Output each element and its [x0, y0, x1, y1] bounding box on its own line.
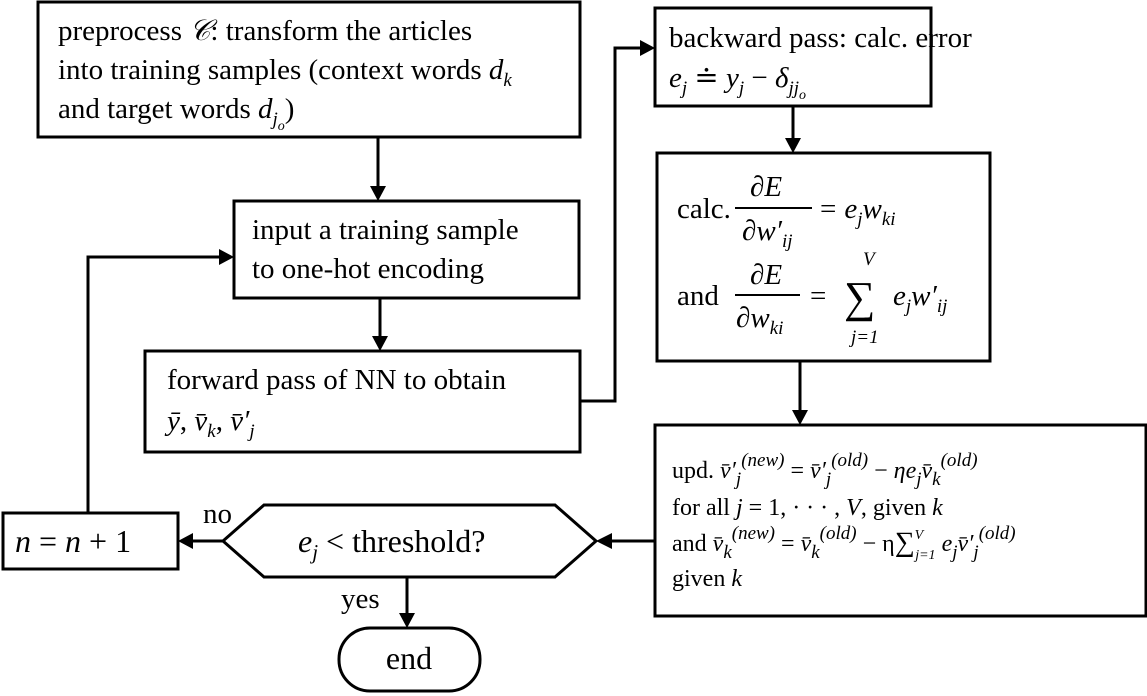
forward-pass-box [143, 349, 582, 454]
arrowhead-decision-to-increment [178, 533, 193, 549]
preprocess-line-1: preprocess 𝒞: transform the articles [58, 15, 472, 47]
input-sample-line-2: to one-hot encoding [252, 253, 484, 285]
backward-pass-equation: ej ≐ yj − δjjo [669, 62, 806, 103]
gradient-2-denominator: ∂wki [736, 302, 783, 339]
gradient-1-rhs: =ejwki [820, 193, 896, 230]
arrowhead-backward-to-gradients [785, 138, 801, 153]
update-box [653, 423, 1147, 618]
gradients-calc-label: calc. [677, 193, 731, 225]
arrowhead-decision-to-end [399, 613, 415, 628]
gradients-and-label: and [677, 280, 719, 312]
arrow-increment-to-input [86, 255, 222, 513]
preprocess-line-2: into training samples (context words dk [58, 54, 512, 91]
update-line-2: for all j = 1, · · · , V, given k [672, 495, 943, 521]
backward-pass-box [653, 6, 933, 108]
gradient-2-sum-symbol: ∑ [844, 273, 875, 322]
arrowhead-forward-to-backward [640, 40, 655, 56]
arrowhead-gradients-to-update [792, 410, 808, 425]
arrowhead-input-to-forward [372, 336, 388, 351]
input-sample-line-1: input a training sample [252, 214, 519, 246]
update-line-1: upd. v̄′j(new) = v̄′j(old) − ηejv̄k(old) [672, 450, 978, 490]
gradient-1-denominator: ∂w′ij [742, 215, 793, 252]
preprocess-line-3: and target words djo) [58, 93, 294, 134]
edge-label-no: no [203, 498, 232, 530]
update-line-4: given k [672, 566, 742, 592]
forward-pass-line-2: ȳ, v̄k, v̄′j [164, 405, 255, 442]
backward-pass-line-1: backward pass: calc. error [669, 22, 972, 54]
gradient-2-sum-upper: V [863, 249, 877, 270]
end-terminal [337, 626, 482, 693]
preprocess-box [36, 0, 582, 139]
arrowhead-preprocess-to-input [370, 186, 386, 201]
gradients-box [655, 151, 992, 363]
gradient-1-numerator: ∂E [750, 171, 782, 203]
gradient-2-rhs: ejw′ij [893, 280, 947, 317]
increment-box [1, 511, 180, 571]
decision-hexagon [220, 503, 599, 579]
arrowhead-increment-to-input [219, 249, 234, 265]
arrow-forward-to-backward [580, 46, 644, 403]
decision-label: ej < threshold? [298, 523, 485, 564]
end-label: end [386, 640, 432, 676]
increment-label: n = n + 1 [15, 523, 131, 559]
gradient-2-numerator: ∂E [750, 259, 782, 291]
gradient-2-sum-lower: j=1 [848, 327, 879, 348]
forward-pass-line-1: forward pass of NN to obtain [167, 364, 507, 396]
edge-label-yes: yes [341, 583, 380, 615]
gradient-2-equals: = [810, 280, 826, 312]
arrowhead-update-to-decision [596, 533, 612, 549]
input-sample-box [232, 199, 581, 300]
